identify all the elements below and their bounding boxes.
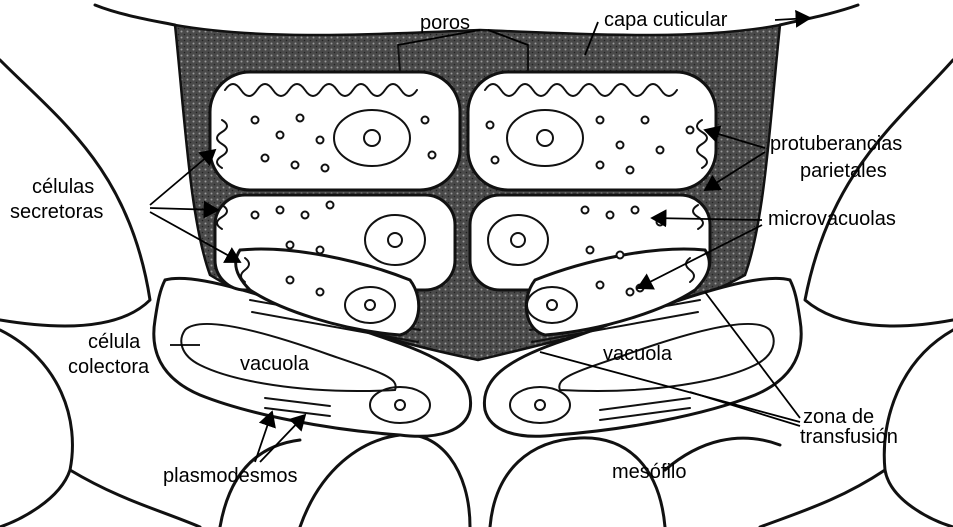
label-plasmodesmos: plasmodesmos [163, 465, 298, 487]
label-zona-de: zona de [803, 406, 874, 428]
label-vacuola-right: vacuola [603, 343, 673, 365]
label-transfusion: transfusión [800, 426, 898, 448]
label-protuberancias: protuberancias [770, 133, 902, 155]
label-vacuola-left: vacuola [240, 353, 310, 375]
label-microvacuolas: microvacuolas [768, 208, 896, 230]
label-mesofilo: mesófilo [612, 461, 686, 483]
label-secretoras: secretoras [10, 201, 103, 223]
label-celulas: células [32, 176, 94, 198]
label-parietales: parietales [800, 160, 887, 182]
label-capa-cuticular: capa cuticular [604, 9, 728, 31]
label-celula: célula [88, 331, 141, 353]
label-colectora: colectora [68, 356, 150, 378]
label-poros: poros [420, 12, 470, 34]
